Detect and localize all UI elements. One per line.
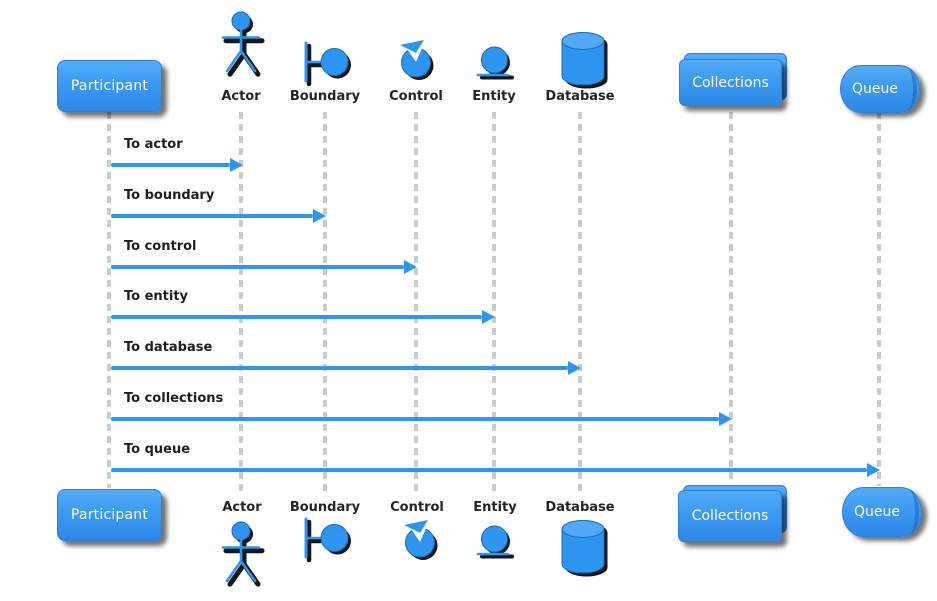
actor-column-label: Actor — [221, 89, 261, 104]
participant-label: Participant — [70, 507, 149, 523]
lifeline-database — [578, 112, 582, 496]
database-column-label-bottom: Database — [545, 500, 615, 515]
boundary-icon — [304, 41, 351, 87]
control-column-label: Control — [389, 89, 443, 104]
lifeline-participant — [107, 112, 111, 488]
boundary-column-label: Boundary — [289, 89, 361, 104]
collections-box-top: Collections — [679, 53, 787, 106]
queue-box-top: Queue — [840, 65, 920, 113]
queue-label: Queue — [854, 504, 900, 520]
control-icon — [404, 519, 438, 560]
entity-column-label-bottom: Entity — [473, 500, 517, 515]
actor-icon — [221, 521, 265, 587]
queue-box-bottom: Queue — [842, 487, 922, 537]
lifeline-queue — [877, 112, 881, 486]
queue-label: Queue — [852, 81, 898, 97]
message-arrow-to-entity — [111, 310, 495, 324]
message-label: To boundary — [124, 188, 215, 203]
database-icon — [561, 32, 608, 89]
entity-icon — [476, 46, 514, 80]
message-arrow-to-actor — [111, 158, 243, 172]
collections-box-bottom: Collections — [678, 485, 787, 542]
actor-icon — [221, 11, 265, 77]
message-label: To entity — [124, 289, 189, 304]
message-label: To collections — [124, 391, 224, 406]
message-arrow-to-queue — [111, 463, 880, 477]
message-arrow-to-collections — [111, 412, 732, 426]
message-label: To database — [124, 340, 213, 355]
database-icon — [561, 520, 608, 577]
database-column-label: Database — [545, 89, 615, 104]
actor-column-label-bottom: Actor — [222, 500, 262, 515]
lifeline-collections — [729, 112, 733, 484]
lifeline-entity — [492, 112, 496, 496]
message-arrow-to-boundary — [111, 209, 326, 223]
message-label: To actor — [124, 137, 183, 152]
entity-icon — [476, 525, 514, 559]
message-arrow-to-control — [111, 260, 417, 274]
collections-label: Collections — [692, 74, 769, 91]
control-column-label-bottom: Control — [390, 500, 444, 515]
message-label: To queue — [124, 442, 191, 457]
entity-column-label: Entity — [472, 89, 516, 104]
message-arrow-to-database — [111, 361, 581, 375]
boundary-icon — [304, 517, 351, 563]
boundary-column-label-bottom: Boundary — [289, 500, 361, 515]
lifeline-control — [414, 112, 418, 496]
participant-box-top: Participant — [57, 60, 162, 112]
lifeline-actor — [239, 112, 243, 496]
participant-box-bottom: Participant — [57, 489, 162, 541]
message-label: To control — [124, 239, 197, 254]
participant-label: Participant — [70, 78, 149, 94]
collections-label: Collections — [691, 508, 769, 524]
collections-front-sheet: Collections — [679, 59, 782, 106]
lifeline-boundary — [323, 112, 327, 496]
collections-front-sheet: Collections — [678, 490, 782, 542]
control-icon — [400, 39, 434, 80]
